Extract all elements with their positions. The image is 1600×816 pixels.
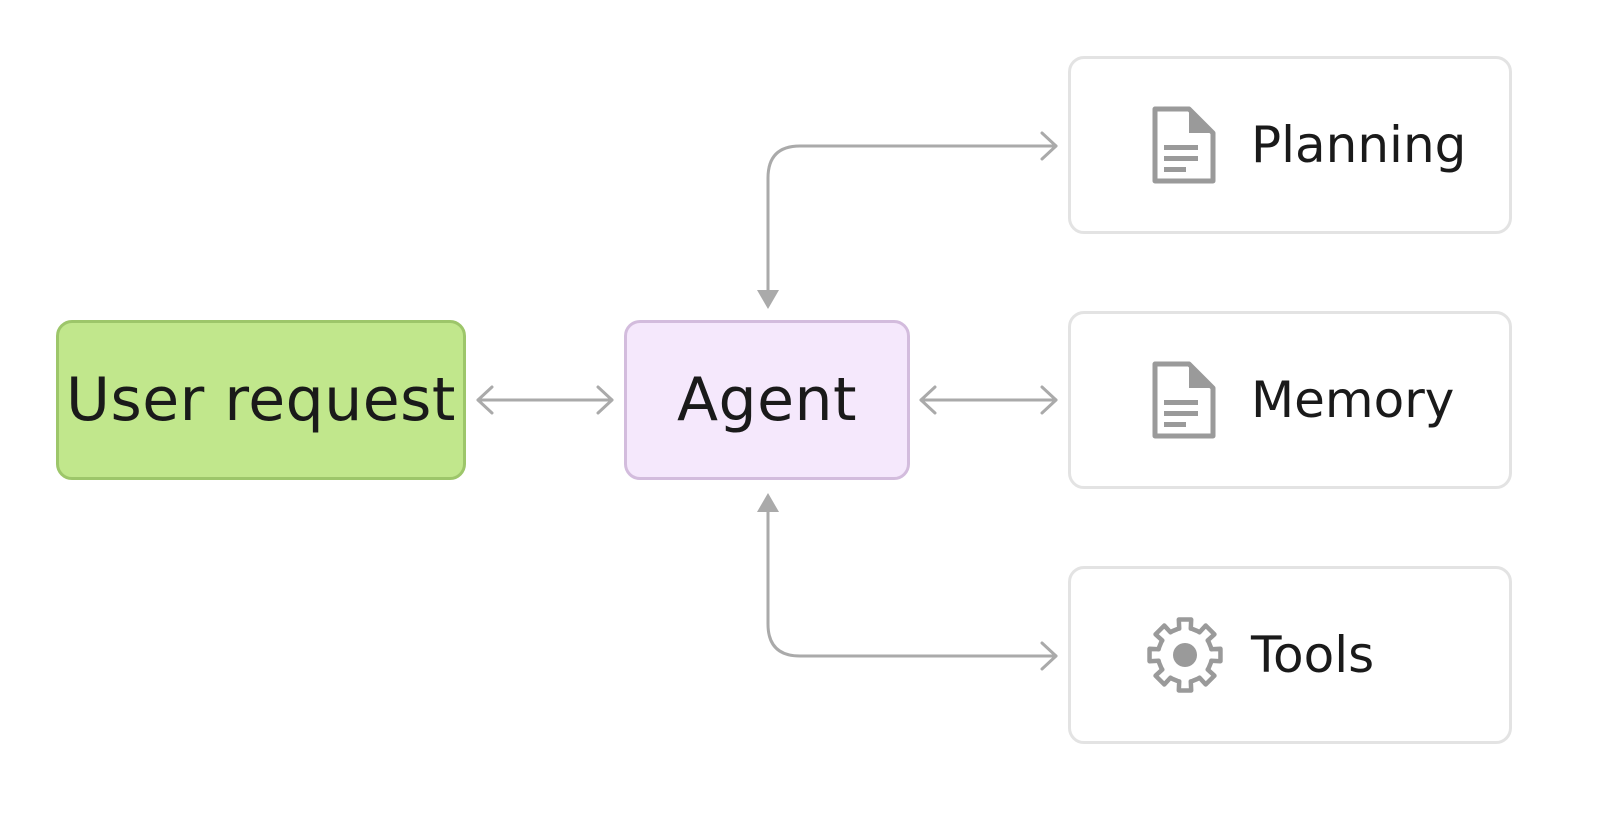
planning-label: Planning bbox=[1251, 116, 1467, 174]
user-request-label: User request bbox=[66, 365, 456, 435]
memory-node: Memory bbox=[1068, 311, 1512, 489]
agent-label: Agent bbox=[676, 365, 858, 435]
document-icon bbox=[1152, 106, 1216, 184]
user-request-node: User request bbox=[56, 320, 466, 480]
arrowhead-agent-bottom bbox=[757, 493, 779, 512]
edge-agent-tools bbox=[766, 508, 1058, 671]
tools-node: Tools bbox=[1068, 566, 1512, 744]
edge-agent-planning bbox=[766, 131, 1058, 296]
edge-agent-memory bbox=[919, 385, 1058, 415]
gear-icon bbox=[1147, 617, 1223, 693]
arrowhead-agent-top bbox=[757, 290, 779, 309]
planning-node: Planning bbox=[1068, 56, 1512, 234]
document-icon bbox=[1152, 361, 1216, 439]
agent-node: Agent bbox=[624, 320, 910, 480]
edge-user-agent bbox=[476, 385, 614, 415]
memory-label: Memory bbox=[1251, 371, 1455, 429]
tools-label: Tools bbox=[1251, 626, 1375, 684]
